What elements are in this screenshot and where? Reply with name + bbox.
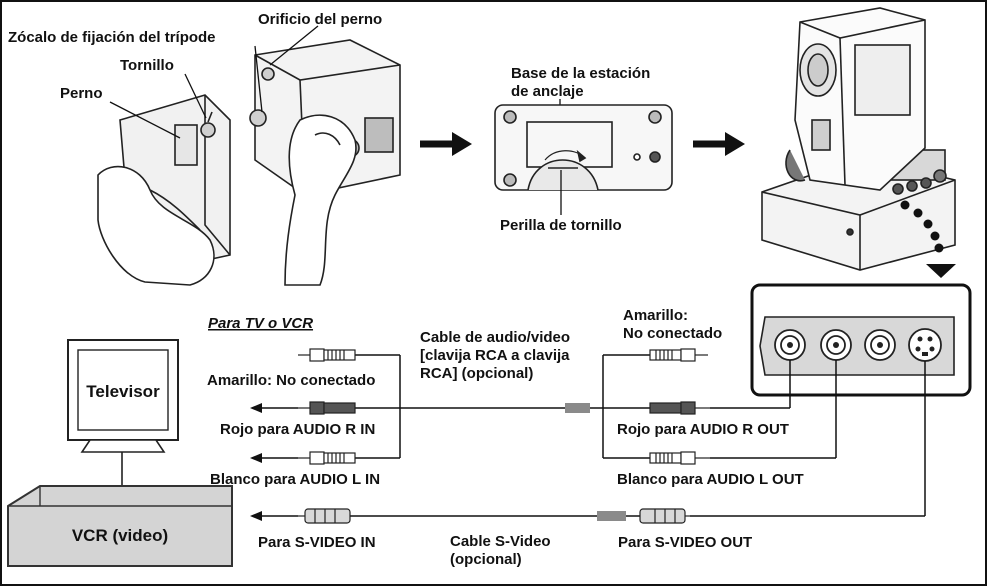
label-dock-base-1: Base de la estación bbox=[511, 65, 650, 82]
label-white-right: Blanco para AUDIO L OUT bbox=[617, 471, 804, 488]
svideo-plug-left bbox=[298, 508, 351, 524]
label-svideo-out: Para S-VIDEO OUT bbox=[618, 534, 752, 551]
label-svideo-in: Para S-VIDEO IN bbox=[258, 534, 376, 551]
label-svideo-cable-2: (opcional) bbox=[450, 551, 522, 568]
label-yellow-left: Amarillo: No conectado bbox=[207, 372, 375, 389]
vcr-device: VCR (video) bbox=[7, 485, 233, 567]
label-white-left: Blanco para AUDIO L IN bbox=[210, 471, 380, 488]
svideo-cable-sleeve bbox=[597, 511, 626, 521]
leader-lines-top-left bbox=[109, 25, 319, 139]
label-screw: Tornillo bbox=[120, 57, 174, 74]
label-dock-base-2: de anclaje bbox=[511, 83, 584, 100]
label-svideo-cable-1: Cable S-Video bbox=[450, 533, 551, 550]
av-connector-panel-icon bbox=[759, 316, 955, 376]
label-screw-knob: Perilla de tornillo bbox=[500, 217, 622, 234]
tv-label: Televisor bbox=[86, 382, 160, 401]
av-cable-sleeve bbox=[565, 403, 590, 413]
label-red-right: Rojo para AUDIO R OUT bbox=[617, 421, 789, 438]
label-bolt: Perno bbox=[60, 85, 103, 102]
rca-plug-white-left bbox=[298, 451, 356, 465]
label-red-left: Rojo para AUDIO R IN bbox=[220, 421, 375, 438]
vcr-label: VCR (video) bbox=[72, 526, 168, 545]
rca-plug-yellow-right bbox=[649, 348, 708, 362]
dock-base-plate bbox=[494, 104, 673, 191]
camera-attach-illustration bbox=[97, 39, 401, 286]
camcorder-icon bbox=[761, 7, 956, 271]
label-yellow-top-2: No conectado bbox=[623, 325, 722, 342]
right-arrow-icon bbox=[420, 132, 472, 156]
rca-plug-red-left bbox=[298, 401, 356, 415]
right-arrow-icon bbox=[693, 132, 745, 156]
rca-plug-yellow-left bbox=[298, 348, 356, 362]
label-tripod-socket: Zócalo de fijación del trípode bbox=[8, 29, 216, 46]
rca-plug-red-right bbox=[649, 401, 710, 415]
label-av-cable-1: Cable de audio/video bbox=[420, 329, 570, 346]
label-av-cable-3: RCA] (opcional) bbox=[420, 365, 533, 382]
label-bolt-hole: Orificio del perno bbox=[258, 11, 382, 28]
label-av-cable-2: [clavija RCA a clavija bbox=[420, 347, 570, 364]
tv-device: Televisor bbox=[67, 339, 179, 453]
label-yellow-top-1: Amarillo: bbox=[623, 307, 688, 324]
arrowheads-to-tv-vcr bbox=[250, 403, 262, 521]
label-for-tv-vcr: Para TV o VCR bbox=[208, 315, 313, 332]
rca-plug-white-right bbox=[649, 451, 710, 465]
svideo-plug-right bbox=[639, 508, 690, 524]
av-cable-wires bbox=[258, 354, 926, 517]
dotted-arrow-icon bbox=[900, 200, 956, 278]
